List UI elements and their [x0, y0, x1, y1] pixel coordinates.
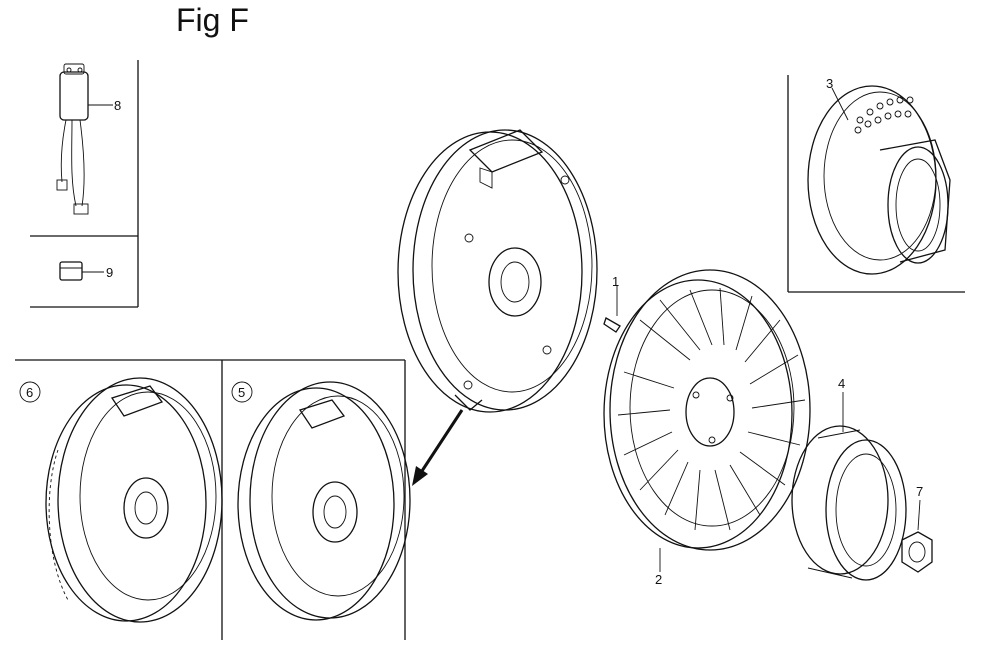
callout-5: 5 — [238, 385, 245, 400]
callout-labels: 8 9 1 2 3 4 7 6 5 — [26, 76, 923, 587]
callout-3: 3 — [826, 76, 833, 91]
callout-6: 6 — [26, 385, 33, 400]
callout-7: 7 — [916, 484, 923, 499]
part-4-starter-cup — [791, 392, 907, 581]
pulley-holes — [854, 96, 914, 134]
frame-lines — [15, 60, 965, 640]
flywheel-type-6 — [19, 377, 223, 623]
callout-2: 2 — [655, 572, 662, 587]
callout-8: 8 — [114, 98, 121, 113]
part-2-cooling-fan — [603, 269, 811, 572]
flywheel-main — [397, 129, 598, 413]
callout-4: 4 — [838, 376, 845, 391]
callout-9: 9 — [106, 265, 113, 280]
part-8-regulator — [56, 63, 113, 215]
part-7-flange-nut — [901, 499, 933, 573]
callout-1: 1 — [612, 274, 619, 289]
part-3-starter-pulley — [807, 85, 951, 275]
part-1-key — [603, 286, 621, 333]
direction-arrow — [412, 409, 464, 486]
flywheel-type-5 — [231, 381, 411, 621]
figure-title: Fig F — [176, 2, 249, 38]
part-9-connector — [59, 261, 104, 281]
